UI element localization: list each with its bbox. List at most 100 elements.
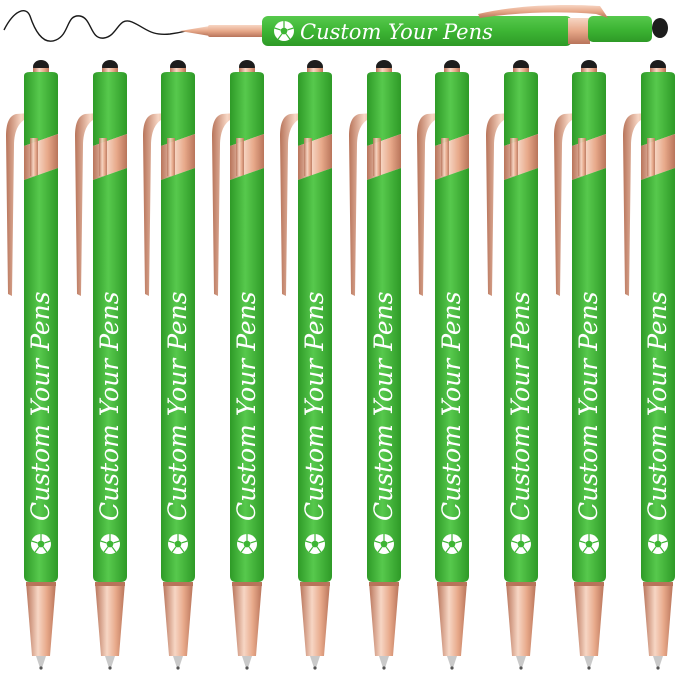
vertical-pen: Custom Your Pens xyxy=(343,56,403,676)
pen-refill-tip xyxy=(242,656,252,668)
pen-nose-cone xyxy=(300,582,330,656)
pen-refill-tip xyxy=(584,656,594,668)
vertical-pen-graphic: Custom Your Pens xyxy=(137,56,205,676)
pen-nose-cone xyxy=(95,582,125,656)
pen-cap xyxy=(24,72,58,146)
vertical-pen-graphic: Custom Your Pens xyxy=(206,56,274,676)
pen-cap xyxy=(435,72,469,146)
pen-engraving: Custom Your Pens xyxy=(369,291,398,521)
vertical-pen: Custom Your Pens xyxy=(0,56,60,676)
vertical-pen: Custom Your Pens xyxy=(69,56,129,676)
pen-cap xyxy=(93,72,127,146)
pen-ball-point xyxy=(108,666,111,669)
pen-nose-cone xyxy=(437,582,467,656)
pen-twist-shine xyxy=(510,138,518,176)
soccer-ball-icon xyxy=(100,534,120,554)
vertical-pen: Custom Your Pens xyxy=(480,56,540,676)
soccer-ball-icon xyxy=(442,534,462,554)
pen-nose-ring xyxy=(163,582,193,586)
pen-ball-point xyxy=(245,666,248,669)
pen-ball-point xyxy=(313,666,316,669)
pen-ball-point xyxy=(519,666,522,669)
pen-nose-ring xyxy=(437,582,467,586)
pen-refill-tip xyxy=(516,656,526,668)
pen-engraving: Custom Your Pens xyxy=(232,291,261,521)
pen-nose-ring xyxy=(300,582,330,586)
pen-refill-tip xyxy=(36,656,46,668)
pen-refill-tip xyxy=(173,656,183,668)
vertical-pen: Custom Your Pens xyxy=(617,56,677,676)
horizontal-pen-band xyxy=(568,18,590,44)
pen-nose-ring xyxy=(26,582,56,586)
pen-ball-point xyxy=(656,666,659,669)
horizontal-pen-stylus xyxy=(652,18,668,38)
pen-refill-tip xyxy=(310,656,320,668)
vertical-pen: Custom Your Pens xyxy=(274,56,334,676)
soccer-ball-icon xyxy=(648,534,668,554)
vertical-pen-graphic: Custom Your Pens xyxy=(617,56,679,676)
pen-ball-point xyxy=(587,666,590,669)
pen-nose-ring xyxy=(369,582,399,586)
pen-twist-shine xyxy=(647,138,655,176)
vertical-pen-graphic: Custom Your Pens xyxy=(343,56,411,676)
horizontal-pen-tip xyxy=(180,26,210,36)
pen-nose-ring xyxy=(232,582,262,586)
pen-nose-ring xyxy=(506,582,536,586)
vertical-pen: Custom Your Pens xyxy=(206,56,266,676)
soccer-ball-icon xyxy=(168,534,188,554)
soccer-ball-icon xyxy=(579,534,599,554)
pen-nose-ring xyxy=(574,582,604,586)
pen-engraving: Custom Your Pens xyxy=(643,291,672,521)
horizontal-pen-engraving: Custom Your Pens xyxy=(300,20,493,44)
pen-nose-ring xyxy=(643,582,673,586)
pen-twist-shine xyxy=(30,138,38,176)
vertical-pen: Custom Your Pens xyxy=(548,56,608,676)
pen-refill-tip xyxy=(653,656,663,668)
pen-cap xyxy=(367,72,401,146)
pen-cap xyxy=(298,72,332,146)
pen-engraving: Custom Your Pens xyxy=(437,291,466,521)
soccer-ball-icon xyxy=(305,534,325,554)
pen-nose-cone xyxy=(643,582,673,656)
pen-nose-ring xyxy=(95,582,125,586)
pen-engraving: Custom Your Pens xyxy=(574,291,603,521)
pen-nose-cone xyxy=(232,582,262,656)
pen-twist-shine xyxy=(304,138,312,176)
pen-nose-cone xyxy=(26,582,56,656)
pen-engraving: Custom Your Pens xyxy=(163,291,192,521)
pen-engraving: Custom Your Pens xyxy=(26,291,55,521)
pen-twist-shine xyxy=(578,138,586,176)
soccer-ball-icon xyxy=(237,534,257,554)
horizontal-pen-grip-ring xyxy=(208,25,264,37)
pen-twist-shine xyxy=(167,138,175,176)
vertical-pen-graphic: Custom Your Pens xyxy=(274,56,342,676)
horizontal-pen: Custom Your Pens xyxy=(0,0,679,60)
pen-twist-shine xyxy=(441,138,449,176)
pen-twist-shine xyxy=(99,138,107,176)
pen-cap xyxy=(161,72,195,146)
vertical-pen: Custom Your Pens xyxy=(137,56,197,676)
pen-engraving: Custom Your Pens xyxy=(506,291,535,521)
vertical-pen-graphic: Custom Your Pens xyxy=(411,56,479,676)
pen-refill-tip xyxy=(105,656,115,668)
pen-nose-cone xyxy=(369,582,399,656)
pen-nose-cone xyxy=(574,582,604,656)
vertical-pen-graphic: Custom Your Pens xyxy=(548,56,616,676)
vertical-pen-graphic: Custom Your Pens xyxy=(480,56,548,676)
pen-nose-cone xyxy=(163,582,193,656)
pen-refill-tip xyxy=(379,656,389,668)
pen-ball-point xyxy=(39,666,42,669)
soccer-ball-icon xyxy=(31,534,51,554)
soccer-ball-icon xyxy=(374,534,394,554)
pen-refill-tip xyxy=(447,656,457,668)
pen-cap xyxy=(504,72,538,146)
pen-cap xyxy=(641,72,675,146)
soccer-ball-icon xyxy=(511,534,531,554)
pen-engraving: Custom Your Pens xyxy=(300,291,329,521)
pen-ball-point xyxy=(176,666,179,669)
vertical-pen: Custom Your Pens xyxy=(411,56,471,676)
pen-cap xyxy=(572,72,606,146)
pen-engraving: Custom Your Pens xyxy=(95,291,124,521)
pen-twist-shine xyxy=(236,138,244,176)
